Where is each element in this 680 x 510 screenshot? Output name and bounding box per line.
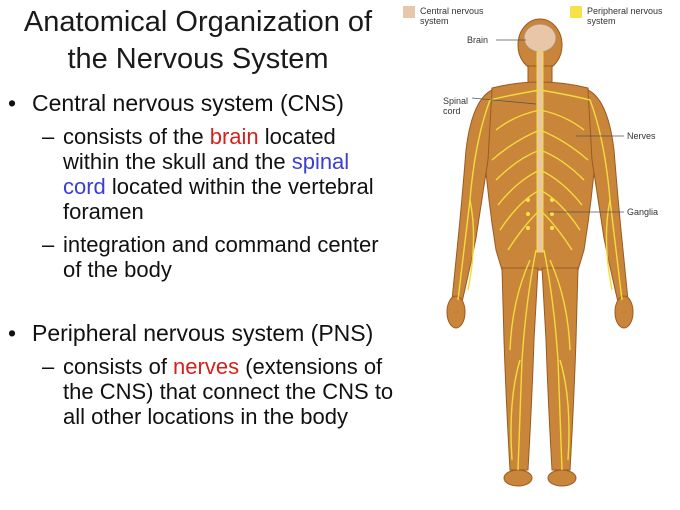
- legend-cns: Central nervous system: [420, 6, 484, 26]
- label-spinal-line1: Spinal: [443, 96, 469, 106]
- cns-heading: Central nervous system (CNS): [32, 90, 344, 116]
- text: consists of the: [63, 124, 210, 149]
- label-spinal-cord: Spinal cord: [443, 96, 468, 116]
- brain-shape: [523, 23, 557, 53]
- legend-pns: Peripheral nervous system: [587, 6, 663, 26]
- legend-pns-line2: system: [587, 16, 616, 26]
- cns-sub1-line2: within the skull and the spinal: [63, 149, 374, 174]
- cns-sub2-line1: integration and command center: [63, 232, 379, 257]
- term-brain: brain: [209, 124, 259, 149]
- legend-swatch-pns: [570, 6, 582, 18]
- cns-sub1-line4: foramen: [63, 199, 144, 224]
- label-nerves: Nerves: [627, 131, 656, 141]
- bullet-dot: •: [8, 320, 17, 346]
- ganglia-markers: [526, 198, 554, 230]
- legend-cns-line1: Central nervous: [420, 6, 484, 16]
- text: consists of: [63, 354, 174, 379]
- cns-sub1-line3: cord located within the vertebral: [63, 174, 374, 199]
- pns-sub1-line2: the CNS) that connect the CNS to: [63, 379, 394, 404]
- text: located: [258, 124, 336, 149]
- text: located within the vertebral: [105, 174, 374, 199]
- text: (extensions of: [239, 354, 383, 379]
- title-line-1: Anatomical Organization of: [23, 6, 373, 38]
- title-line-2: the Nervous System: [67, 43, 329, 75]
- bullet-dot: •: [8, 90, 17, 116]
- nervous-system-figure: [446, 18, 634, 487]
- cns-sub2-line2: of the body: [63, 257, 172, 282]
- label-brain: Brain: [467, 35, 489, 45]
- dash: –: [42, 232, 55, 257]
- pns-sub1-line3: all other locations in the body: [63, 404, 348, 429]
- label-spinal-line2: cord: [443, 106, 461, 116]
- legend-swatch-cns: [403, 6, 415, 18]
- pns-sub1-line1: consists of nerves (extensions of: [63, 354, 393, 379]
- callout-lines: [471, 39, 624, 213]
- legend-cns-line2: system: [420, 16, 449, 26]
- nerve-network: [457, 89, 623, 471]
- spinal-cord-shape: [536, 51, 544, 253]
- text: within the skull and the: [63, 149, 292, 174]
- term-cord: cord: [63, 174, 106, 199]
- cns-sub1-line1: consists of the brain located: [63, 124, 374, 149]
- slide-title: Anatomical Organization of the Nervous S…: [8, 4, 388, 78]
- term-spinal: spinal: [291, 149, 350, 174]
- pns-heading: Peripheral nervous system (PNS): [32, 320, 374, 346]
- term-nerves: nerves: [173, 354, 240, 379]
- dash: –: [42, 354, 55, 379]
- label-ganglia: Ganglia: [627, 207, 659, 217]
- legend-pns-line1: Peripheral nervous: [587, 6, 663, 16]
- dash: –: [42, 124, 55, 149]
